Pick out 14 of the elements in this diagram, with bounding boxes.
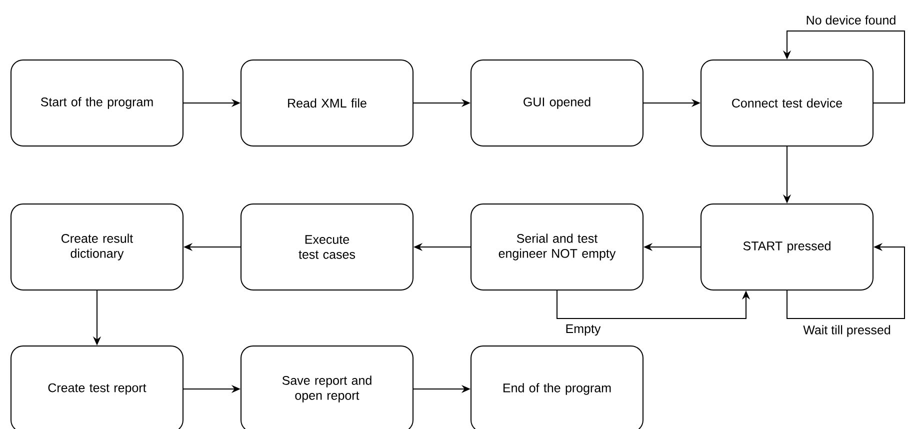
process-box: End of the program: [470, 346, 644, 429]
process-box: START pressed: [700, 204, 874, 290]
edge-label: Wait till pressed: [802, 324, 892, 338]
process-box: Save report and open report: [240, 346, 414, 429]
process-box: Execute test cases: [240, 204, 414, 290]
edge-label: No device found: [804, 14, 898, 26]
process-box: Connect test device: [700, 60, 874, 146]
process-box: GUI opened: [470, 60, 644, 146]
process-box: Create result dictionary: [10, 204, 184, 290]
process-box: Serial and test engineer NOT empty: [470, 204, 644, 290]
edge-label: Empty: [564, 323, 602, 337]
process-box: Start of the program: [10, 60, 184, 146]
process-box: Create test report: [10, 346, 184, 429]
process-box: Read XML file: [240, 60, 414, 146]
